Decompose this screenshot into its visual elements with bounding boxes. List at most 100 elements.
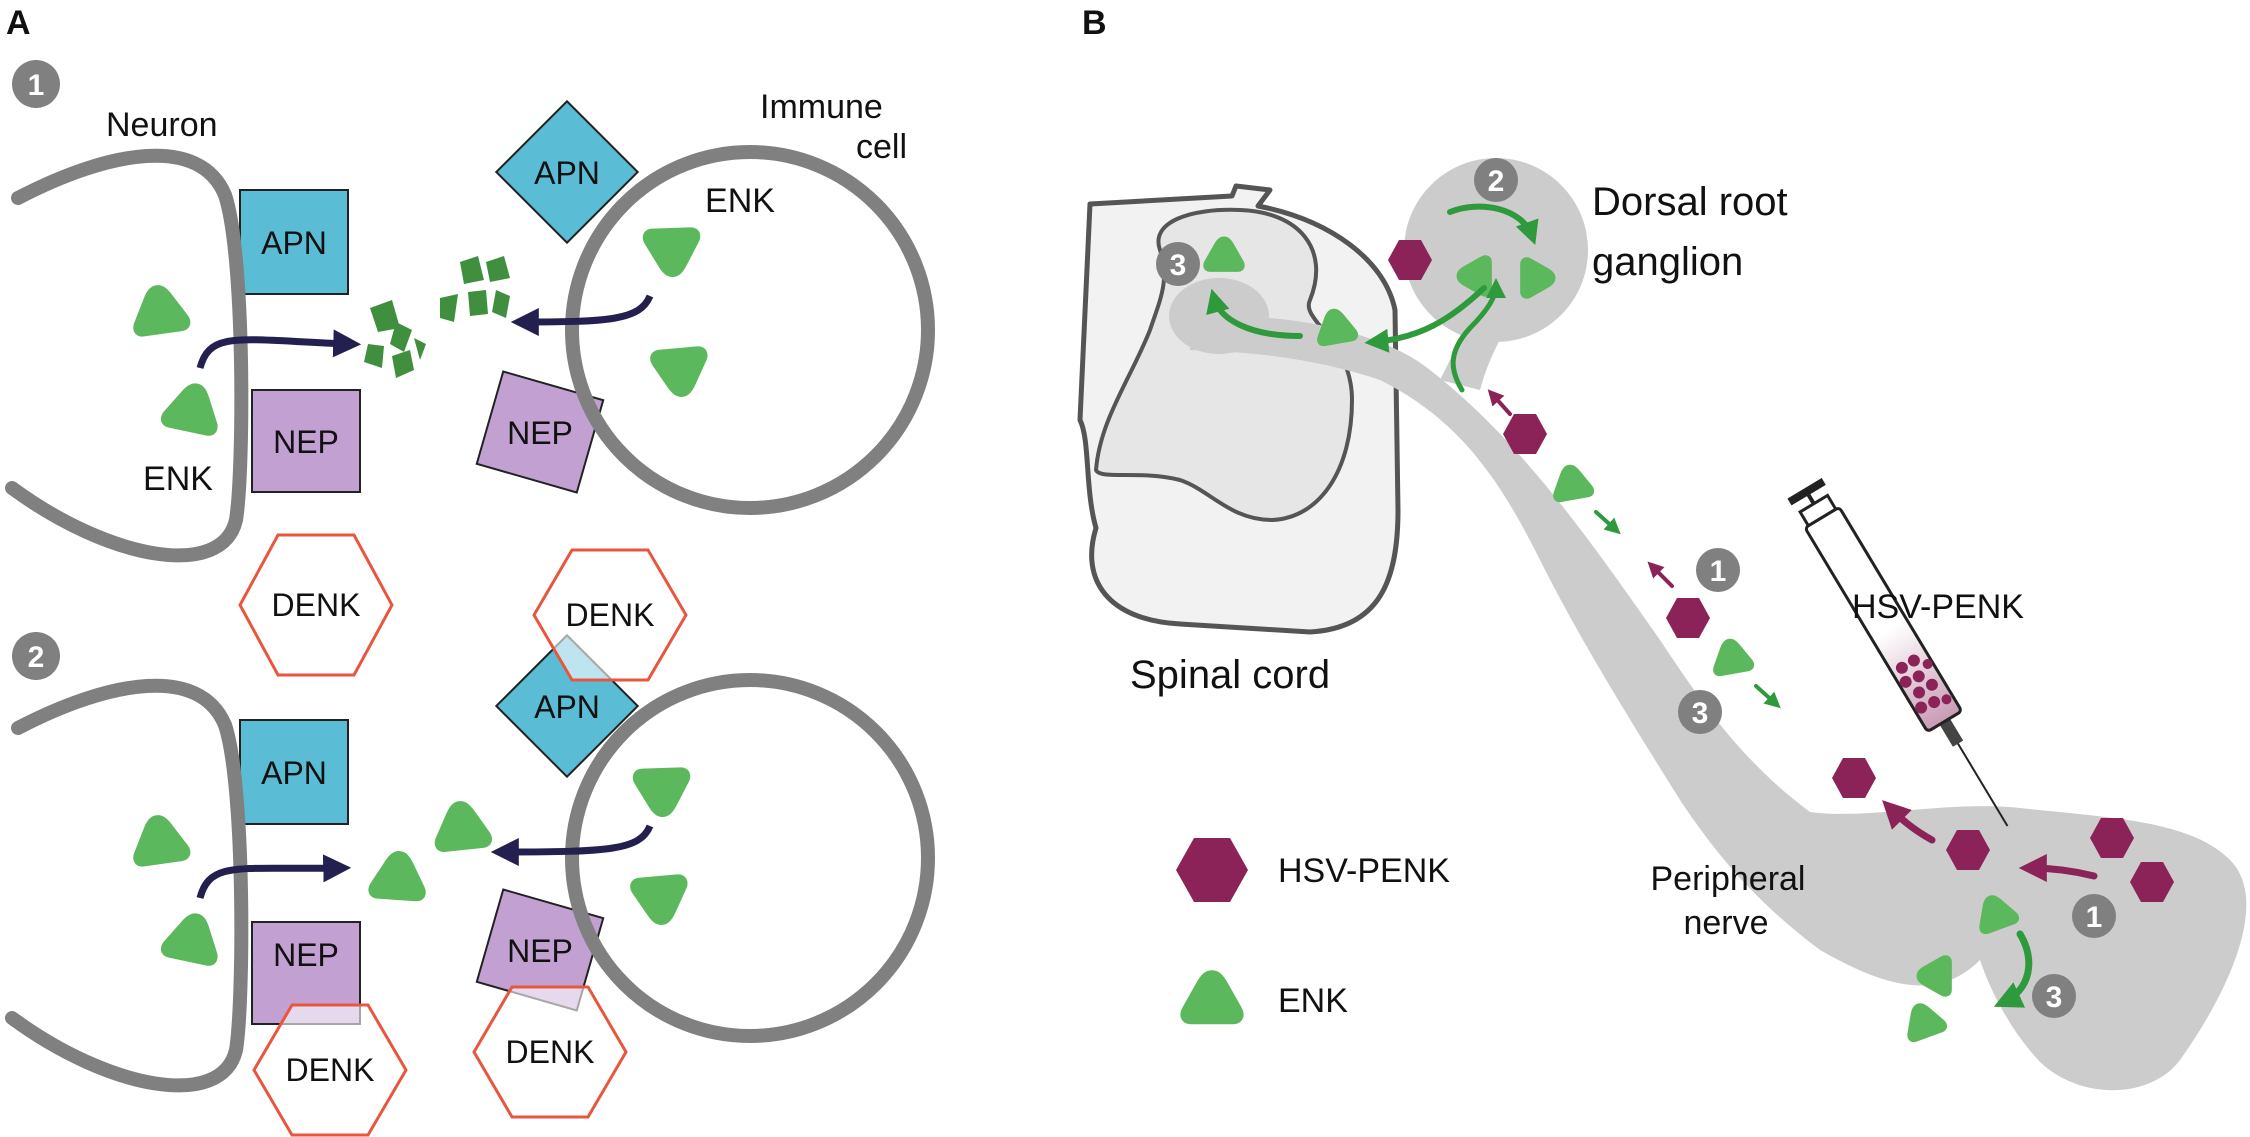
legend-enk-label: ENK <box>1278 982 1348 1020</box>
hsv-penk-particle <box>2090 818 2134 858</box>
enk-peptide <box>1708 635 1756 678</box>
step-badge-number: 1 <box>2086 901 2103 934</box>
enk-peptide <box>367 849 429 902</box>
hsv-penk-particle <box>1832 758 1876 798</box>
denk-label: DENK <box>272 587 361 623</box>
peripheral-nerve-label-line2: nerve <box>1683 904 1768 942</box>
spinal-cord-label: Spinal cord <box>1130 653 1330 697</box>
denk-inhibitor: DENK <box>532 548 688 682</box>
nep-label-immune-2: NEP <box>507 933 573 969</box>
transport-arrows <box>1206 203 2098 1008</box>
immune-cell-label-line2: cell <box>856 128 907 166</box>
legend-hsv-swatch <box>1176 838 1248 902</box>
step-badge-number: 2 <box>1488 165 1505 198</box>
step1-badge: 1 <box>12 60 60 108</box>
ganglion-transport-arrow <box>1450 278 1506 393</box>
nep-label-neuron-2: NEP <box>273 937 339 973</box>
apn-label-neuron: APN <box>261 225 327 261</box>
enk-peptide <box>1548 461 1596 504</box>
drg-label-line2: ganglion <box>1592 240 1743 284</box>
denk-label: DENK <box>566 597 655 633</box>
panel-a-letter: A <box>6 4 31 42</box>
nep-label-neuron: NEP <box>273 424 339 460</box>
neuron-label: Neuron <box>106 106 218 144</box>
retrograde-arrow <box>1487 389 1512 416</box>
denk-label: DENK <box>506 1034 595 1070</box>
ganglion-synthesis-arrow <box>1447 203 1539 246</box>
retrograde-arrow <box>1647 561 1674 588</box>
nep-receptor-neuron <box>251 389 361 493</box>
legend: HSV-PENK ENK <box>1176 838 1450 1025</box>
syringe <box>1787 477 2009 827</box>
denk-inhibitor: DENK <box>238 533 394 677</box>
neuron-membrane-2 <box>5 678 249 1093</box>
enk-peptide <box>1897 996 1949 1044</box>
immune-cell-label-line1: Immune <box>760 88 883 126</box>
apn-label-immune: APN <box>534 155 600 191</box>
peripheral-nerve <box>1190 316 2247 1091</box>
retrograde-arrow <box>2018 854 2098 883</box>
enk-fragments-right <box>440 256 510 322</box>
step-badge-1-periphery: 1 <box>2072 894 2116 938</box>
hsv-penk-particle <box>1666 598 1710 638</box>
step-badge-1-nerve: 1 <box>1696 548 1740 592</box>
enk-peptide <box>159 907 226 968</box>
enk-peptide <box>642 227 702 278</box>
hsv-penk-particle <box>1503 414 1547 454</box>
central-transport-arrow <box>1206 288 1303 339</box>
enk-peptide <box>430 798 493 853</box>
peripheral-nerve-label-line1: Peripheral <box>1651 860 1806 898</box>
enk-peptide <box>649 345 711 400</box>
nep-receptor-immune <box>475 370 605 494</box>
step-badge-3-spinal: 3 <box>1156 242 1200 286</box>
panel-b-letter: B <box>1082 4 1107 42</box>
step2-badge-number: 2 <box>28 641 45 674</box>
panel-a-step2: 2 APN NEP APN NEP DENK DENK <box>5 533 935 1137</box>
drg-label-line1: Dorsal root <box>1592 180 1788 224</box>
enk-label-neuron: ENK <box>143 460 213 498</box>
hsv-penk-particle <box>2130 862 2174 902</box>
panel-b: B Spinal cord Dorsal root ganglion Perip… <box>1077 4 2247 1091</box>
step-badge-number: 1 <box>1710 555 1727 588</box>
denk-inhibitor: DENK <box>252 1003 408 1137</box>
step1-badge-number: 1 <box>28 69 45 102</box>
enk-peptide <box>127 281 192 338</box>
legend-hsv-label: HSV-PENK <box>1278 852 1450 890</box>
legend-enk-swatch <box>1180 970 1244 1025</box>
enk-release-arrow-immune-2 <box>490 824 654 866</box>
dorsal-root-ganglion <box>1404 158 1588 342</box>
panel-a-step1: 1 Neuron Immune cell APN NEP APN NEP <box>5 60 935 563</box>
enk-peptide <box>159 377 226 438</box>
apn-receptor-neuron-2 <box>239 719 349 825</box>
apn-receptor-immune <box>494 99 640 245</box>
nerve-root-entry <box>1169 278 1269 354</box>
enk-fragments-left <box>364 300 426 378</box>
step-badge-2-drg: 2 <box>1474 158 1518 202</box>
denk-label: DENK <box>286 1052 375 1088</box>
panel-a: A 1 Neuron Immune cell APN NEP APN NEP <box>5 4 935 1137</box>
step-badge-3-nerve: 3 <box>1678 690 1722 734</box>
anterograde-arrow <box>1594 510 1621 535</box>
syringe-label: HSV-PENK <box>1852 588 2024 626</box>
step-badge-number: 3 <box>2046 981 2063 1014</box>
drg-stalk <box>1440 320 1510 390</box>
step-badge-number: 3 <box>1692 697 1709 730</box>
retrograde-arrow <box>1882 800 1936 844</box>
anterograde-arrow <box>1754 684 1781 709</box>
enk-release-arrow-neuron <box>196 329 362 369</box>
neuron-membrane <box>5 148 249 563</box>
apn-receptor-neuron <box>239 189 349 295</box>
enk-peptide <box>632 767 692 818</box>
hsv-penk-particle <box>1388 240 1432 280</box>
enk-peptide <box>127 811 192 868</box>
nep-label-immune: NEP <box>507 415 573 451</box>
enk-peptide <box>629 873 691 928</box>
apn-label-neuron-2: APN <box>261 755 327 791</box>
enk-release-arrow-neuron-2 <box>196 854 352 899</box>
grey-matter <box>1093 207 1355 523</box>
step-badge-3-periphery: 3 <box>2032 974 2076 1018</box>
immune-cell-membrane-2 <box>565 673 935 1043</box>
enk-label-immune: ENK <box>705 182 775 220</box>
hsv-particles <box>1388 240 2174 902</box>
